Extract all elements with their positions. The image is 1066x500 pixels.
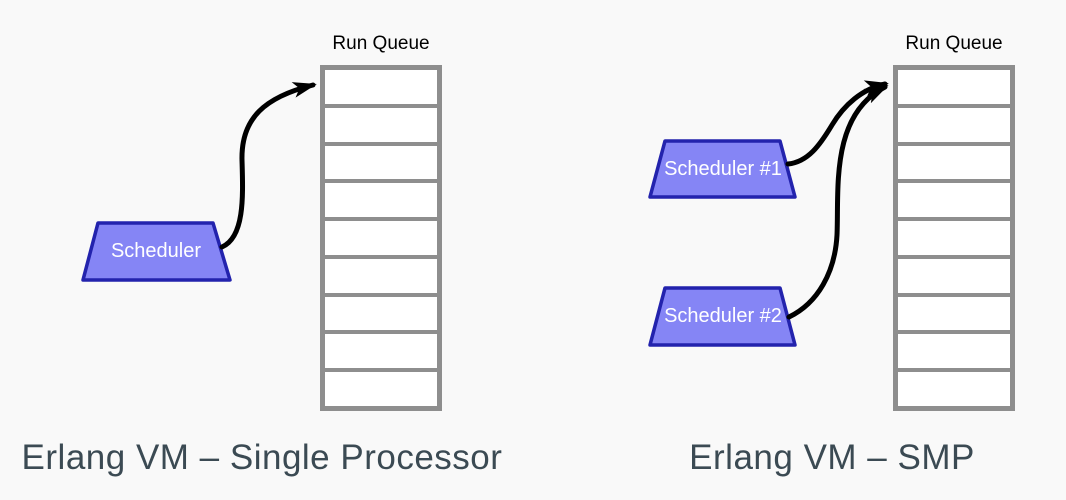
queue-cell — [325, 183, 437, 218]
arrow-scheduler-to-queue — [219, 82, 317, 250]
queue-cell — [898, 221, 1010, 255]
run-queue-right — [893, 65, 1015, 411]
queue-cell — [898, 372, 1010, 407]
queue-cell — [898, 107, 1010, 142]
scheduler-label-1: Scheduler #1 — [664, 158, 782, 180]
run-queue-label-right: Run Queue — [905, 33, 1003, 54]
queue-cell — [325, 296, 437, 331]
queue-cell — [898, 334, 1010, 369]
scheduler-label-single: Scheduler — [110, 240, 202, 262]
queue-cell — [898, 258, 1010, 293]
scheduler-label-2: Scheduler #2 — [664, 305, 782, 327]
queue-cell — [325, 107, 437, 142]
run-queue-label-left: Run Queue — [332, 33, 430, 54]
queue-cell — [325, 334, 437, 369]
caption-smp: Erlang VM – SMP — [689, 438, 975, 477]
queue-cell — [325, 221, 437, 255]
caption-single-processor: Erlang VM – Single Processor — [21, 438, 503, 477]
run-queue-left — [320, 65, 442, 411]
queue-cell — [898, 183, 1010, 218]
arrow-scheduler2-to-queue — [786, 84, 889, 320]
queue-cell — [325, 258, 437, 293]
queue-cell — [325, 145, 437, 180]
queue-cell — [325, 372, 437, 407]
arrow-scheduler1-to-queue — [785, 80, 889, 167]
queue-cell — [898, 70, 1010, 104]
queue-cell — [898, 296, 1010, 331]
queue-cell — [898, 145, 1010, 180]
queue-cell — [325, 70, 437, 104]
